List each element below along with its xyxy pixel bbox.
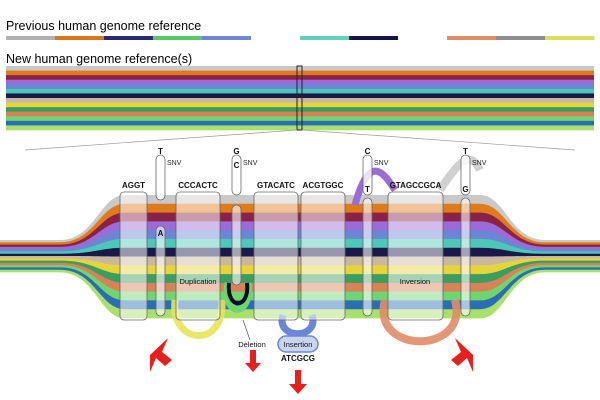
haplotype-flow-band [0,247,600,257]
snv-3: C T SNV [362,147,389,317]
new-reference-haplotype-bar [6,120,594,126]
new-reference-title: New human genome reference(s) [6,52,193,66]
block-sequence: ACGTGGC [303,181,344,190]
previous-reference-segment [349,36,399,40]
new-reference-haplotype-bar [6,66,594,71]
zoom-window [296,65,303,131]
previous-reference-segment [545,36,595,40]
snv-label: SNV [243,160,258,167]
insertion-node [277,335,319,353]
previous-reference-segment [447,36,497,40]
snv-alt-base: T [365,185,370,194]
deletion-label: Deletion [238,340,266,349]
previous-reference-segment [300,36,350,40]
snv-alt-base: G [462,185,468,194]
previous-reference-segment [398,36,448,40]
block-agg: AGGT [119,181,148,321]
previous-reference-segment [202,36,252,40]
new-reference-haplotype-bar [6,116,594,122]
snv-ref-base: G [233,147,239,156]
snv-label: SNV [472,160,487,167]
zoom-line-right [301,129,576,151]
arrow-deletion [245,350,261,372]
block-sequence: GTACATC [257,181,295,190]
new-reference-haplotype-bar [6,98,594,103]
arrow-insertion [289,370,307,394]
insertion-loop [278,313,317,338]
deletion-loop-dark [226,282,250,305]
haplotype-flow-band [0,260,600,284]
new-reference-haplotype-bar [6,107,594,113]
new-reference-haplotype-bars [6,66,594,131]
haplotype-flows [0,195,600,319]
haplotype-flow-band [0,212,600,248]
new-reference-haplotype-bar [6,111,594,117]
haplotype-flow-band [0,230,600,252]
haplotype-flow-band [0,267,600,310]
haplotype-flow-band [0,262,600,293]
block-gtagccgca: GTAGCCGCA [387,181,444,321]
zoom-line-left [24,129,298,151]
block-sequence: CCCACTC [178,181,218,190]
snv-ref-base: C [365,147,371,156]
snv-label: SNV [167,160,182,167]
block-sequence: GTAGCCGCA [390,181,442,190]
previous-reference-segment [251,36,301,40]
new-reference-haplotype-bar [6,84,594,90]
block-sequence: AGGT [122,181,145,190]
snv-4: T G SNV [460,147,487,317]
arrow-inversion [451,338,473,372]
new-reference-haplotype-bar [6,93,594,99]
new-reference-haplotype-bar [6,125,594,131]
inversion-loop-orange [379,298,461,346]
previous-reference-bar [6,36,595,40]
previous-reference-segment [153,36,203,40]
snv-alt-base: C [234,161,240,170]
new-reference-haplotype-bar [6,70,594,76]
previous-reference-segment [496,36,546,40]
haplotype-flow-band [0,203,600,245]
haplotype-flow-band [0,265,600,301]
new-reference-haplotype-bar [6,102,594,108]
previous-reference-segment [6,36,56,40]
arrow-duplication [150,338,172,372]
snv-ref-base: T [158,147,163,156]
haplotype-flow-band [0,221,600,250]
insertion-label: Insertion [284,340,313,349]
deletion-pointer [242,319,251,341]
inversion-label: Inversion [400,277,430,286]
haplotype-flow-band [0,256,600,266]
block-gtacatc: GTACATC [253,181,299,321]
snv-2: G C SNV [231,147,258,286]
block-acgtggc: ACGTGGC [300,181,346,321]
snv-ref-base: T [463,147,468,156]
haplotype-flow-band [0,258,600,275]
duplication-label: Duplication [179,277,216,286]
new-reference-haplotype-bar [6,79,594,85]
snv-alt-base: A [158,229,164,238]
new-reference-haplotype-bar [6,88,594,94]
block-cccactc: CCCACTC [175,181,221,321]
snv-1: T A SNV [155,147,182,317]
previous-reference-title: Previous human genome reference [6,19,202,33]
previous-reference-segment [104,36,154,40]
inversion-loop-purple [351,167,398,206]
previous-reference-segment [55,36,105,40]
snv-label: SNV [374,160,389,167]
new-reference-haplotype-bar [6,75,594,81]
insertion-sequence: ATCGCG [281,354,315,363]
haplotype-flow-band [0,238,600,255]
